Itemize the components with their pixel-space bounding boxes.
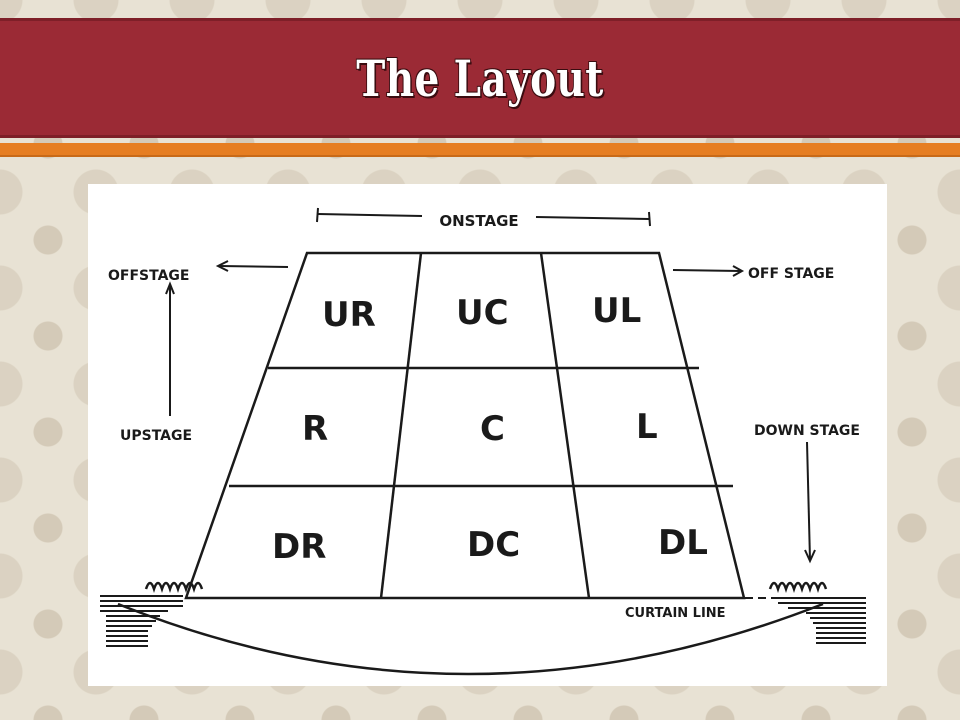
offstage-right-arrow	[672, 265, 745, 277]
downstage-arrow	[804, 441, 816, 564]
apron-curve	[117, 602, 824, 676]
title-banner	[0, 18, 960, 138]
offstage-right-label: OFF STAGE	[748, 266, 834, 282]
upstage-arrow	[165, 281, 175, 416]
col-divider-right	[539, 252, 591, 599]
slide-title: The Layout	[356, 48, 604, 108]
upstage-label: UPSTAGE	[120, 428, 192, 444]
col-divider-left	[379, 252, 423, 599]
curtain-line-label: CURTAIN LINE	[625, 606, 726, 621]
area-ur: UR	[322, 295, 376, 335]
area-l: L	[636, 407, 658, 447]
accent-stripe	[0, 143, 960, 157]
area-ul: UL	[592, 291, 641, 331]
area-r: R	[302, 409, 328, 449]
area-dr: DR	[272, 527, 326, 567]
onstage-dimension	[316, 207, 651, 227]
stage-diagram-svg: ONSTAGE OFFSTAGE OFF STAGE UPSTAGE DOWN …	[100, 207, 866, 676]
stage-diagram: ONSTAGE OFFSTAGE OFF STAGE UPSTAGE DOWN …	[88, 184, 887, 686]
area-c: C	[480, 409, 505, 449]
left-wing-hatching	[100, 595, 183, 647]
offstage-left-label: OFFSTAGE	[108, 268, 189, 284]
offstage-left-arrow	[215, 260, 289, 272]
right-curtain-folds	[768, 581, 828, 593]
downstage-label: DOWN STAGE	[754, 423, 860, 439]
onstage-label: ONSTAGE	[439, 212, 518, 230]
area-dc: DC	[467, 525, 520, 565]
left-curtain-folds	[144, 581, 204, 593]
area-uc: UC	[456, 293, 509, 333]
area-dl: DL	[658, 523, 708, 563]
right-wing-hatching	[778, 597, 866, 644]
